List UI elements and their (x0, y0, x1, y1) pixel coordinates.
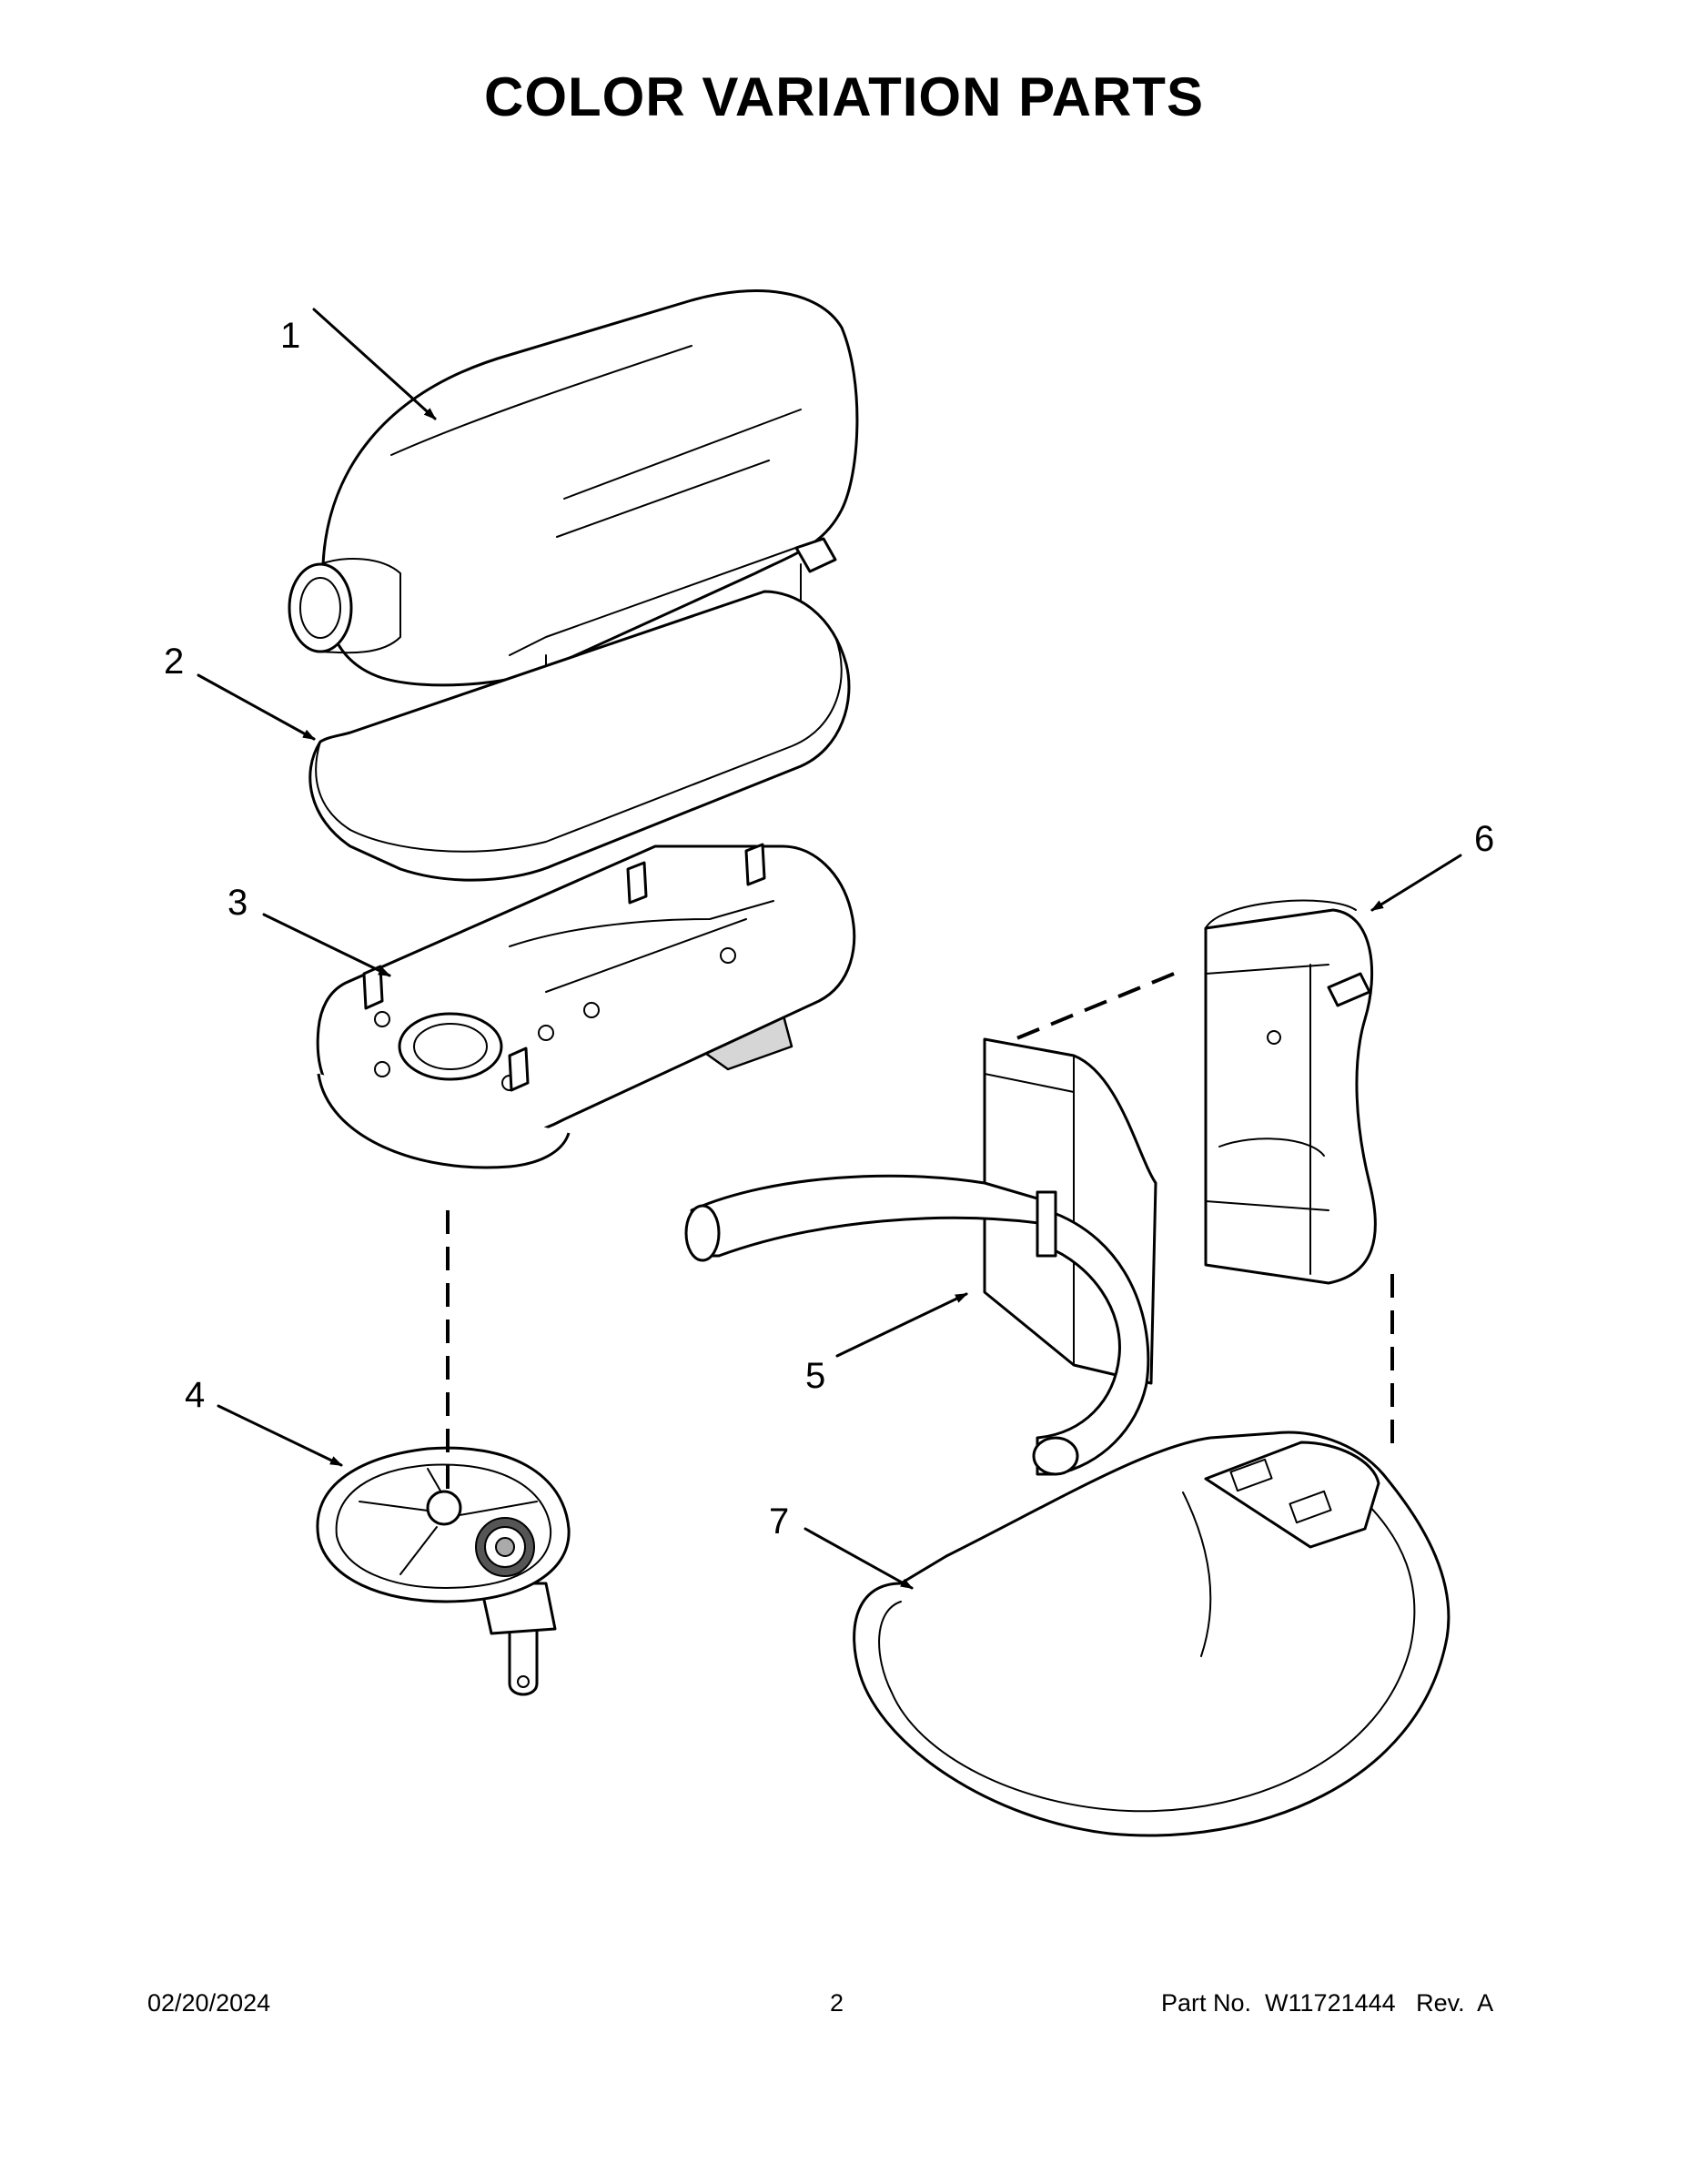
part-5-bowl-clamp[interactable] (684, 1037, 1157, 1476)
part-6-pedestal[interactable] (1204, 899, 1377, 1285)
callout-arrows (197, 308, 1462, 1590)
part-2-gasket[interactable] (308, 590, 851, 882)
callout-labels: 1 2 3 4 5 6 7 (164, 316, 1494, 1542)
callout-6: 6 (1474, 819, 1494, 859)
callout-1: 1 (280, 316, 300, 356)
gear-icon (475, 1517, 535, 1577)
footer-part-number: Part No. W11721444 Rev. A (1161, 1989, 1494, 2017)
callout-4: 4 (185, 1375, 205, 1415)
callout-3: 3 (227, 883, 248, 923)
part-4-gear-plate[interactable] (316, 1446, 571, 1696)
footer-page-number: 2 (830, 1989, 844, 2017)
part-3-housing-base[interactable] (316, 843, 856, 1169)
part-7-base[interactable] (853, 1431, 1450, 1837)
page-title: COLOR VARIATION PARTS (484, 66, 1204, 127)
callout-5: 5 (805, 1356, 825, 1396)
part-1-motor-housing[interactable] (288, 289, 859, 702)
callout-2: 2 (164, 642, 184, 682)
callout-7: 7 (769, 1502, 789, 1542)
footer-date: 02/20/2024 (147, 1989, 271, 2017)
assembly-lines (446, 972, 1394, 1492)
